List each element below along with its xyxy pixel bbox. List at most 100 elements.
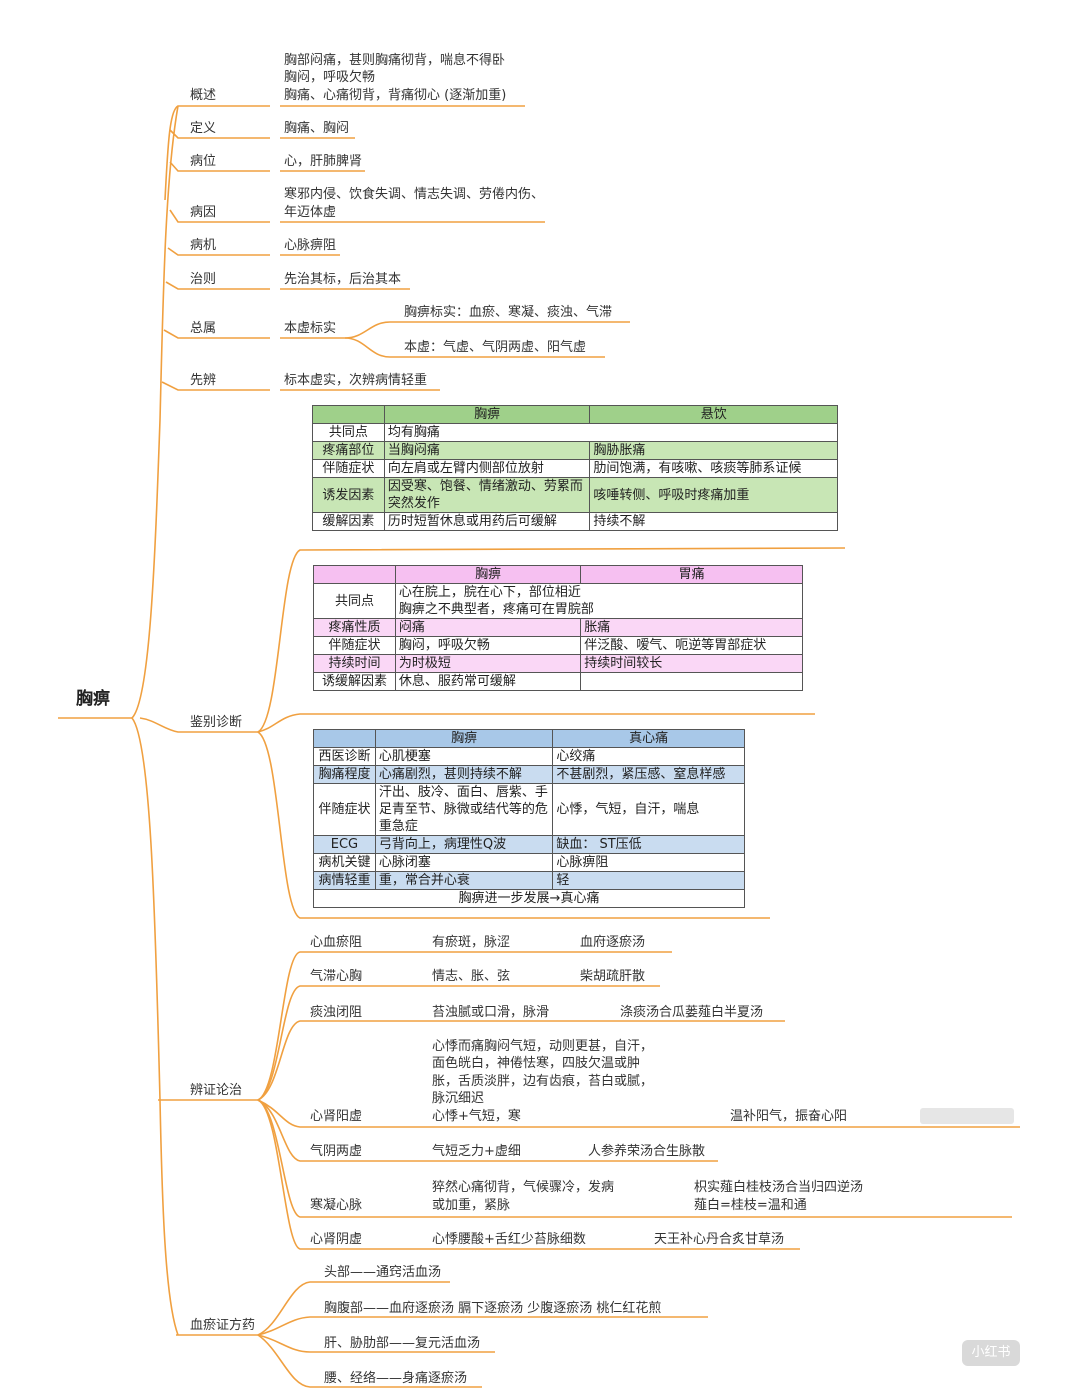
- branch-bianzheng: 辨证论治: [190, 1083, 243, 1098]
- t2-cell-a: 胸闷，呼吸欠畅: [394, 636, 582, 655]
- zhize-value: 先治其标，后治其本: [284, 272, 402, 287]
- table-zhenxintong: 胸痹真心痛 西医诊断心肌梗塞心绞痛 胸痛程度心痛剧烈，甚则持续不解不甚剧烈，紧压…: [313, 729, 745, 908]
- t2-cell-b: 持续时间较长: [580, 654, 803, 673]
- t1-row-key: 缓解因素: [312, 512, 385, 531]
- t3-row-key: 伴随症状: [313, 783, 376, 836]
- syndrome-name: 痰浊闭阻: [310, 1005, 363, 1020]
- syndrome-name: 心血瘀阻: [310, 935, 363, 950]
- t1-cell-b: 持续不解: [589, 512, 838, 531]
- syndrome-name: 寒凝心脉: [310, 1198, 363, 1213]
- syndrome-sign: 心悸腰酸+舌红少苔脉细数: [432, 1232, 586, 1247]
- t3-cell-b: 不甚剧烈，紧压感、窒息样感: [552, 765, 745, 784]
- obscured-text: [920, 1108, 1014, 1124]
- t3-cell-a: 重，常合并心衰: [374, 871, 554, 890]
- gaishu-line-2: 胸闷，呼吸欠畅: [284, 70, 376, 85]
- branch-gaishu: 概述: [190, 88, 217, 103]
- t1-row-key: 共同点: [312, 423, 385, 442]
- syndrome-sign-line: 心悸而痛胸闷气短，动则更甚，自汗，: [432, 1039, 654, 1054]
- t1-row-key: 诱发因素: [312, 477, 385, 513]
- zongshu-sub-1: 胸痹标实：血瘀、寒凝、痰浊、气滞: [404, 305, 613, 320]
- t2-cell-a: 闷痛: [394, 618, 582, 637]
- bingyin-line-1: 寒邪内侵、饮食失调、情志失调、劳倦内伤、: [284, 187, 545, 202]
- xueyu-item: 肝、胁肋部——复元活血汤: [324, 1336, 481, 1351]
- t3-cell-a: 弓背向上，病理性Q波: [374, 835, 554, 854]
- t2-header-a: 胸痹: [394, 565, 582, 584]
- t2-cell-b: 伴泛酸、嗳气、呃逆等胃部症状: [580, 636, 803, 655]
- zongshu-value: 本虚标实: [284, 321, 337, 336]
- syndrome-rx: 天王补心丹合炙甘草汤: [654, 1232, 785, 1247]
- syndrome-sign-line: 胀，舌质淡胖，边有齿痕，苔白或腻，: [432, 1074, 654, 1089]
- t3-cell-b: 轻: [552, 871, 745, 890]
- t2-row-key: 诱缓解因素: [313, 672, 396, 691]
- syndrome-name: 气滞心胸: [310, 969, 363, 984]
- t2-row-key: 共同点: [313, 583, 396, 619]
- t3-row-key: ECG: [313, 835, 376, 854]
- t3-row-key: 西医诊断: [313, 747, 376, 766]
- t1-cell-a: 当胸闷痛: [383, 441, 591, 460]
- syndrome-sign: 苔浊腻或口滑，脉滑: [432, 1005, 550, 1020]
- table-weitong: 胸痹胃痛 共同点心在脘上，脘在心下，部位相近 胸痹之不典型者，疼痛可在胃脘部 疼…: [313, 565, 804, 691]
- t2-cell-b: [580, 672, 803, 691]
- t3-cell-a: 心肌梗塞: [374, 747, 554, 766]
- t3-cell-b: 心悸，气短，自汗，喘息: [552, 783, 745, 836]
- t3-header-b: 真心痛: [552, 729, 745, 748]
- t1-header-a: 胸痹: [383, 405, 591, 424]
- syndrome-sign-line: 心悸+气短，寒: [432, 1109, 521, 1124]
- t1-cell-a: 历时短暂休息或用药后可缓解: [383, 512, 591, 531]
- gaishu-line-1: 胸部闷痛，甚则胸痛彻背，喘息不得卧: [284, 53, 506, 68]
- gaishu-line-3: 胸痛、心痛彻背，背痛彻心 (逐渐加重): [284, 88, 507, 103]
- xianbian-value: 标本虚实，次辨病情轻重: [284, 373, 428, 388]
- syndrome-rx-line: 枳实薤白桂枝汤合当归四逆汤: [694, 1180, 864, 1195]
- bingji-value: 心脉痹阻: [284, 238, 337, 253]
- t3-cell-b: 心脉痹阻: [552, 853, 745, 872]
- branch-dingyi: 定义: [190, 121, 217, 136]
- t3-cell-a: 汗出、肢冷、面白、唇紫、手足青至节、脉微或结代等的危重急症: [374, 783, 554, 836]
- t2-header-b: 胃痛: [580, 565, 803, 584]
- t3-cell-b: 心绞痛: [552, 747, 745, 766]
- bingwei-value: 心，肝肺脾肾: [284, 154, 363, 169]
- t3-row-key: 病机关键: [313, 853, 376, 872]
- xueyu-item: 腰、经络——身痛逐瘀汤: [324, 1371, 468, 1386]
- xueyu-item: 胸腹部——血府逐瘀汤 膈下逐瘀汤 少腹逐瘀汤 桃仁红花煎: [324, 1301, 662, 1316]
- t2-row-key: 持续时间: [313, 654, 396, 673]
- syndrome-rx: 血府逐瘀汤: [580, 935, 646, 950]
- syndrome-rx-line: 薤白=桂枝=温和通: [694, 1198, 807, 1213]
- branch-bingji: 病机: [190, 238, 217, 253]
- syndrome-name: 心肾阴虚: [310, 1232, 363, 1247]
- watermark-badge: 小红书: [962, 1340, 1020, 1366]
- table-xuanyin: 胸痹悬饮 共同点均有胸痛 疼痛部位当胸闷痛胸胁胀痛 伴随症状向左肩或左臂内侧部位…: [312, 405, 839, 531]
- t3-footer: 胸痹进一步发展→真心痛: [313, 889, 745, 908]
- branch-zhize: 治则: [190, 272, 217, 287]
- t1-header-b: 悬饮: [589, 405, 838, 424]
- t1-row-key: 伴随症状: [312, 459, 385, 478]
- xueyu-item: 头部——通窍活血汤: [324, 1265, 442, 1280]
- syndrome-sign: 情志、胀、弦: [432, 969, 511, 984]
- t1-row-span: 均有胸痛: [383, 423, 839, 442]
- syndrome-rx: 人参养荣汤合生脉散: [588, 1144, 706, 1159]
- syndrome-name: 心肾阳虚: [310, 1109, 363, 1124]
- t2-row-span-1: 心在脘上，脘在心下，部位相近: [394, 583, 804, 601]
- t2-row-span-2: 胸痹之不典型者，疼痛可在胃脘部: [394, 601, 804, 619]
- t3-cell-a: 心痛剧烈，甚则持续不解: [374, 765, 554, 784]
- branch-xueyu: 血瘀证方药: [190, 1318, 256, 1333]
- syndrome-rx: 柴胡疏肝散: [580, 969, 646, 984]
- t3-header-a: 胸痹: [374, 729, 554, 748]
- t2-cell-a: 休息、服药常可缓解: [394, 672, 582, 691]
- t2-row-key: 伴随症状: [313, 636, 396, 655]
- syndrome-sign-line: 脉沉细迟: [432, 1091, 485, 1106]
- t1-cell-a: 因受寒、饱餐、情绪激动、劳累而突然发作: [383, 477, 591, 513]
- t2-cell-a: 为时极短: [394, 654, 582, 673]
- branch-bingyin: 病因: [190, 205, 217, 220]
- t1-cell-b: 肋间饱满，有咳嗽、咳痰等肺系证候: [589, 459, 838, 478]
- syndrome-rx: 温补阳气，振奋心阳: [730, 1109, 848, 1124]
- syndrome-sign: 有瘀斑，脉涩: [432, 935, 511, 950]
- root-title: 胸痹: [76, 689, 110, 709]
- zongshu-sub-2: 本虚：气虚、气阴两虚、阳气虚: [404, 340, 587, 355]
- syndrome-sign-line: 或加重，紧脉: [432, 1198, 511, 1213]
- t3-row-key: 病情轻重: [313, 871, 376, 890]
- t2-row-key: 疼痛性质: [313, 618, 396, 637]
- syndrome-sign: 气短乏力+虚细: [432, 1144, 521, 1159]
- branch-jianbie: 鉴别诊断: [190, 715, 243, 730]
- syndrome-sign-line: 面色㿠白，神倦怯寒，四肢欠温或肿: [432, 1056, 641, 1071]
